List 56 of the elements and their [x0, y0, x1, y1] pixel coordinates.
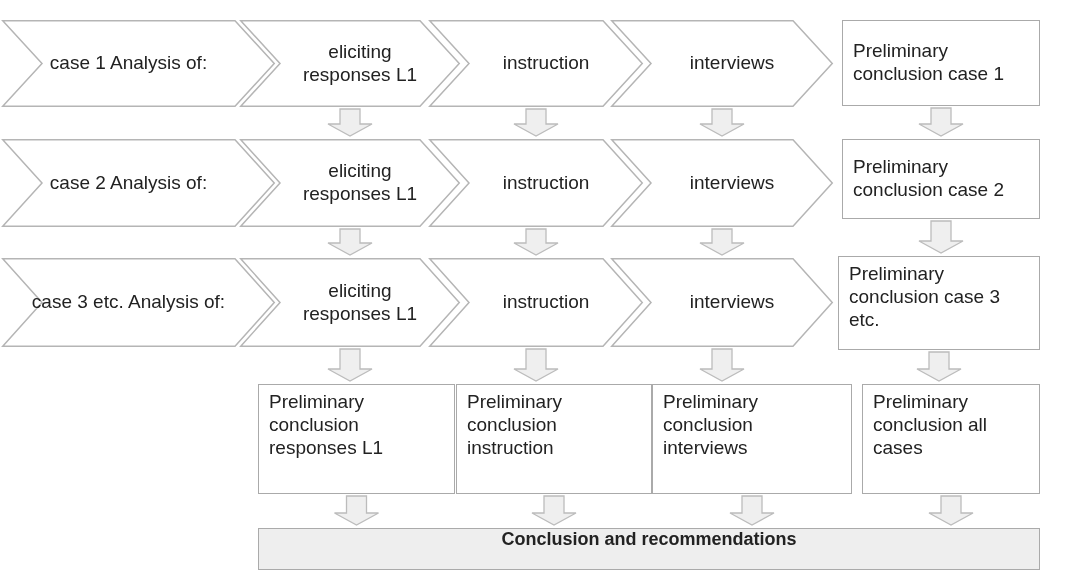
chevron-shape — [611, 258, 833, 347]
block-arrow — [918, 107, 964, 137]
node-label: case 1 Analysis of: — [49, 52, 208, 75]
node-label: Conclusion and recommendations — [501, 529, 797, 551]
chevron-shape — [2, 139, 275, 227]
node-label: Preliminary conclusion case 1 — [853, 40, 1006, 86]
chevron-shape — [429, 139, 643, 227]
block-arrow — [513, 228, 559, 256]
process-box — [862, 384, 1040, 494]
process-box — [838, 256, 1040, 350]
node-label: Preliminary conclusion interviews — [663, 391, 760, 460]
node-label: case 3 etc. Analysis of: — [31, 291, 226, 314]
node-label: instruction — [502, 52, 590, 75]
block-arrow — [513, 108, 559, 137]
node-label: eliciting responses L1 — [301, 279, 419, 326]
node-label: instruction — [502, 171, 590, 195]
node-label: Preliminary conclusion case 3 etc. — [849, 263, 1002, 332]
node-label: interviews — [689, 291, 775, 314]
node-label: instruction — [502, 291, 590, 314]
chevron-shape — [429, 258, 643, 347]
block-arrow — [327, 108, 373, 137]
node-label: interviews — [689, 52, 775, 75]
block-arrow — [928, 495, 974, 526]
node-label: Preliminary conclusion all cases — [873, 391, 989, 460]
block-arrow — [729, 495, 775, 526]
process-box — [842, 20, 1040, 106]
block-arrow — [699, 228, 745, 256]
block-arrow — [699, 348, 745, 382]
block-arrow — [918, 220, 964, 254]
chevron-shape — [2, 20, 275, 107]
block-arrow — [333, 495, 380, 526]
node-label: Preliminary conclusion responses L1 — [269, 391, 385, 460]
chevron-shape — [611, 20, 833, 107]
block-arrow — [327, 228, 373, 256]
chevron-shape — [240, 258, 460, 347]
node-label: eliciting responses L1 — [301, 40, 419, 87]
block-arrow — [327, 348, 373, 382]
chevron-shape — [611, 139, 833, 227]
process-box — [842, 139, 1040, 219]
chevron-shape — [240, 139, 460, 227]
process-box — [456, 384, 652, 494]
node-label: case 2 Analysis of: — [49, 171, 208, 195]
chevron-shape — [2, 258, 275, 347]
process-box — [258, 384, 455, 494]
block-arrow — [531, 495, 577, 526]
node-label: interviews — [689, 171, 775, 195]
chevron-shape — [429, 20, 643, 107]
node-label: Preliminary conclusion case 2 — [853, 156, 1006, 202]
conclusion-box — [258, 528, 1040, 570]
block-arrow — [699, 108, 745, 137]
block-arrow — [916, 351, 962, 382]
node-label: eliciting responses L1 — [301, 160, 419, 206]
process-box — [652, 384, 852, 494]
block-arrow — [513, 348, 559, 382]
chevron-shape — [240, 20, 460, 107]
node-label: Preliminary conclusion instruction — [467, 391, 564, 460]
